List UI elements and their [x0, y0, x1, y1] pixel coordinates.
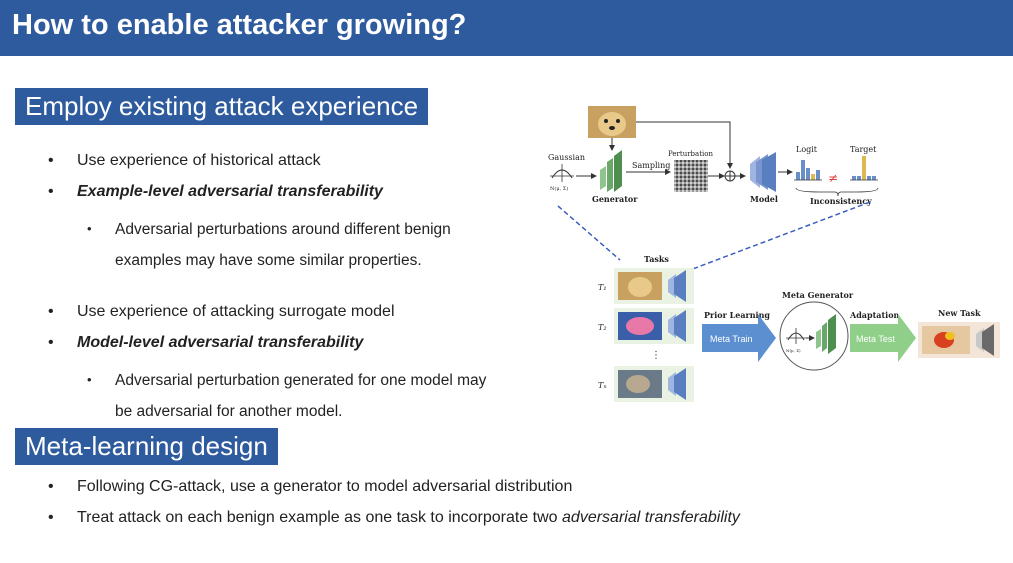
gaussian-icon	[550, 164, 574, 182]
bullet-text: Example-level adversarial transferabilit…	[77, 183, 383, 200]
meta-generator-circle	[779, 301, 849, 371]
bullet-text: Use experience of attacking surrogate mo…	[77, 303, 395, 320]
sub-bullet-line1: Adversarial perturbations around differe…	[115, 221, 451, 238]
bullet-text: Use experience of historical attack	[77, 152, 321, 169]
task-2	[614, 308, 694, 344]
meta-attack-diagram: Gaussian N(μ, Σ) Generator Sampling Pert…	[548, 106, 1000, 402]
model-icon	[750, 152, 776, 192]
bullet-dot: •	[48, 303, 54, 320]
adaptation-label: Adaptation	[849, 310, 900, 320]
meta-train-arrow	[702, 314, 776, 362]
sub-bullet-line2: examples may have some similar propertie…	[115, 252, 422, 269]
meta-train-label: Meta Train	[710, 334, 753, 344]
gaussian-label: Gaussian	[548, 153, 585, 162]
sub-bullet-line2: be adversarial for another model.	[115, 403, 343, 420]
meta-generator-label: Meta Generator	[782, 290, 854, 300]
bullet-text: Following CG-attack, use a generator to …	[77, 478, 573, 495]
target-label: Target	[850, 145, 877, 154]
section-heading-experience: Employ existing attack experience	[15, 88, 429, 125]
sub-bullet-dot: •	[87, 221, 92, 236]
sampling-label: Sampling	[632, 161, 670, 170]
title-bar: How to enable attacker growing?	[0, 0, 1013, 56]
generator-icon	[600, 150, 622, 192]
input-dog-image	[588, 106, 636, 138]
logit-bars	[794, 160, 822, 181]
generator-label: Generator	[592, 194, 638, 204]
task-1-label: T₁	[598, 283, 607, 292]
bullet-dot: •	[48, 152, 54, 169]
logit-label: Logit	[796, 145, 818, 154]
bullet-dot: •	[48, 478, 54, 495]
bullet-italic-text: adversarial transferability	[562, 509, 740, 526]
task-n-label: Tₙ	[598, 381, 607, 390]
perturbation-noise	[674, 160, 708, 192]
dashed-link-left	[557, 205, 621, 261]
bullet-cg-attack: • Following CG-attack, use a generator t…	[48, 477, 573, 497]
dashed-link-right	[689, 201, 871, 271]
task-1	[614, 268, 694, 304]
bullet-model-level: • Model-level adversarial transferabilit…	[48, 333, 364, 353]
bullet-dot: •	[48, 183, 54, 200]
bullet-historical-attack: • Use experience of historical attack	[48, 151, 321, 171]
gaussian-formula: N(μ, Σ)	[550, 185, 568, 192]
bullet-text: Model-level adversarial transferability	[77, 334, 364, 351]
bullet-dot: •	[48, 334, 54, 351]
tasks-label: Tasks	[644, 254, 669, 264]
section-heading-meta-learning: Meta-learning design	[15, 428, 278, 465]
target-bars	[850, 156, 878, 181]
perturbation-label: Perturbation	[668, 150, 713, 158]
sub-bullet-model: • Adversarial perturbation generated for…	[87, 365, 487, 427]
not-equal-symbol: ≠	[828, 171, 838, 185]
task-n	[614, 366, 694, 402]
inconsistency-label: Inconsistency	[810, 196, 872, 206]
bullet-text: Treat attack on each benign example as o…	[77, 509, 563, 526]
bullet-dot: •	[48, 509, 54, 526]
sub-bullet-dot: •	[87, 372, 92, 387]
sub-bullet-line1: Adversarial perturbation generated for o…	[115, 372, 487, 389]
add-operator-icon	[724, 170, 736, 182]
prior-learning-label: Prior Learning	[704, 310, 770, 320]
new-task-label: New Task	[938, 308, 981, 318]
bullet-surrogate-model: • Use experience of attacking surrogate …	[48, 302, 395, 322]
task-ellipsis: ⋮	[651, 350, 661, 361]
meta-gaussian-formula: N(μ, Σ)	[786, 348, 801, 353]
new-task-image	[918, 322, 1000, 358]
meta-test-arrow	[850, 314, 916, 362]
task-2-label: T₂	[598, 323, 607, 332]
bullet-example-level: • Example-level adversarial transferabil…	[48, 182, 383, 202]
slide-title: How to enable attacker growing?	[12, 9, 467, 41]
model-label: Model	[750, 194, 778, 204]
meta-test-label: Meta Test	[856, 334, 895, 344]
sub-bullet-example: • Adversarial perturbations around diffe…	[87, 214, 451, 276]
bullet-treat-attack: • Treat attack on each benign example as…	[48, 508, 740, 528]
